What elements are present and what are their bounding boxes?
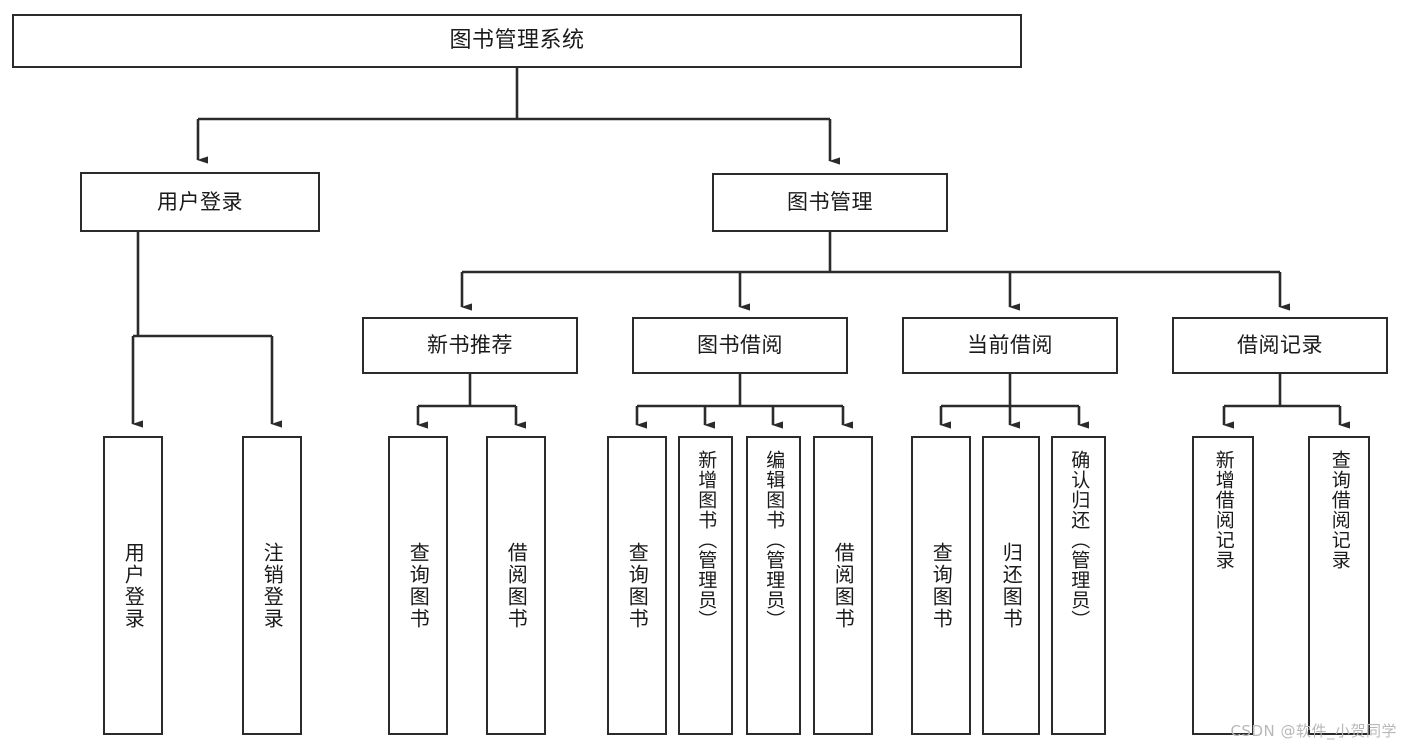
leaf-borrow-book-borrowing[interactable]: 借阅图书 (813, 436, 873, 735)
node-label: 图书借阅 (697, 333, 783, 358)
node-label: 当前借阅 (967, 333, 1053, 358)
node-user-login[interactable]: 用户登录 (80, 172, 320, 232)
node-label: 用户登录 (121, 541, 146, 630)
leaf-user-login[interactable]: 用户登录 (103, 436, 163, 735)
node-label: 用户登录 (157, 189, 243, 214)
leaf-query-book-recommendation[interactable]: 查询图书 (388, 436, 448, 735)
node-current-borrowing[interactable]: 当前借阅 (902, 317, 1118, 374)
leaf-edit-book-admin[interactable]: 编辑图书（管理员） (746, 436, 801, 735)
node-new-book-recommendation[interactable]: 新书推荐 (362, 317, 578, 374)
leaf-query-borrowing-record[interactable]: 查询借阅记录 (1308, 436, 1370, 735)
node-book-management[interactable]: 图书管理 (712, 173, 948, 232)
node-label: 确认归还（管理员） (1068, 450, 1091, 630)
node-label: 借阅图书 (831, 541, 856, 630)
node-label: 查询图书 (406, 541, 431, 630)
node-label: 注销登录 (260, 541, 285, 630)
node-label: 查询借阅记录 (1328, 450, 1351, 570)
leaf-confirm-return-admin[interactable]: 确认归还（管理员） (1051, 436, 1106, 735)
leaf-return-book[interactable]: 归还图书 (982, 436, 1040, 735)
leaf-query-book-current[interactable]: 查询图书 (911, 436, 971, 735)
node-label: 借阅记录 (1237, 333, 1323, 358)
node-root-book-management-system[interactable]: 图书管理系统 (12, 14, 1022, 68)
node-label: 借阅图书 (504, 541, 529, 630)
leaf-query-book-borrowing[interactable]: 查询图书 (607, 436, 667, 735)
node-label: 编辑图书（管理员） (763, 450, 786, 630)
node-label: 图书管理 (787, 190, 873, 215)
node-label: 图书管理系统 (449, 28, 585, 54)
node-label: 新增借阅记录 (1212, 450, 1235, 570)
leaf-add-book-admin[interactable]: 新增图书（管理员） (678, 436, 733, 735)
node-label: 查询图书 (929, 541, 954, 630)
node-label: 新增图书（管理员） (695, 450, 718, 630)
leaf-user-logout[interactable]: 注销登录 (242, 436, 302, 735)
node-book-borrowing[interactable]: 图书借阅 (632, 317, 848, 374)
csdn-watermark: CSDN @软件_小贺同学 (1230, 722, 1397, 740)
leaf-borrow-book-recommendation[interactable]: 借阅图书 (486, 436, 546, 735)
node-label: 查询图书 (625, 541, 650, 630)
leaf-add-borrowing-record[interactable]: 新增借阅记录 (1192, 436, 1254, 735)
node-borrowing-records[interactable]: 借阅记录 (1172, 317, 1388, 374)
node-label: 新书推荐 (427, 333, 513, 358)
node-label: 归还图书 (999, 541, 1024, 630)
